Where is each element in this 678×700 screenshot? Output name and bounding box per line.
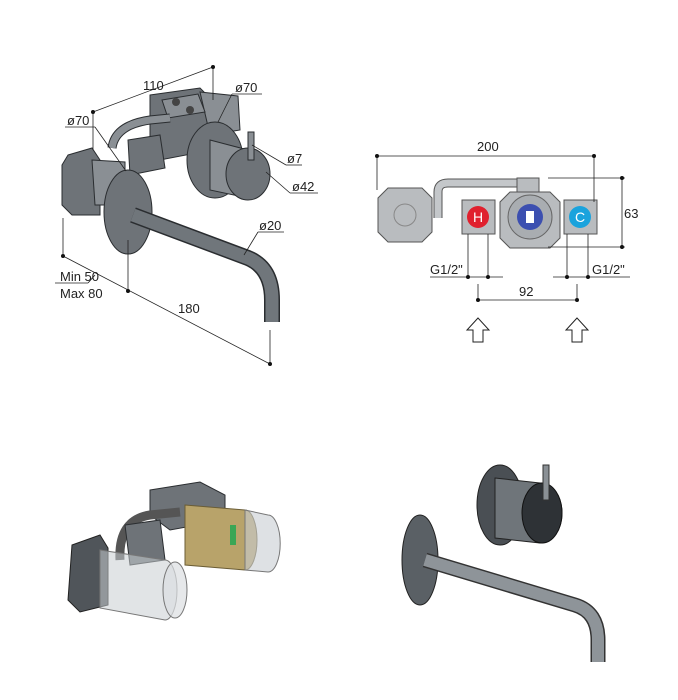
spout bbox=[423, 554, 604, 662]
dimension-lines bbox=[375, 154, 630, 302]
dim-inlet-spacing-label: 92 bbox=[519, 284, 533, 299]
diverter-block bbox=[127, 134, 166, 176]
spout-outline bbox=[422, 552, 606, 662]
dim-thread-right-label: G1/2" bbox=[592, 262, 625, 277]
spout-outline bbox=[130, 207, 280, 322]
dim-width-label: 110 bbox=[143, 78, 164, 93]
dim-spout-length-label: 180 bbox=[178, 301, 200, 316]
cold-inlet-arrow-icon bbox=[564, 317, 590, 343]
dimension-lines bbox=[55, 65, 318, 366]
spout bbox=[130, 208, 279, 322]
cartridge-square-icon bbox=[526, 211, 534, 223]
handle-lever bbox=[542, 464, 550, 501]
hot-inlet-arrow-icon bbox=[465, 317, 491, 343]
diverter-housing bbox=[377, 187, 433, 243]
concealed-body-render bbox=[67, 481, 281, 621]
dim-height-label: 63 bbox=[624, 206, 638, 221]
dim-spout-rosette-dia-label: ø70 bbox=[67, 113, 89, 128]
cold-indicator-icon bbox=[569, 206, 591, 228]
dim-depth-max-label: Max 80 bbox=[60, 286, 103, 301]
iso-dimension-drawing: 110 ø70 ø70 ø7 ø42 ø20 Min 50 Max 80 180 bbox=[55, 65, 318, 366]
dim-lever-dia-label: ø7 bbox=[287, 151, 302, 166]
outlet-stub bbox=[516, 177, 540, 193]
diverter-cap bbox=[393, 203, 417, 227]
finished-faucet-render bbox=[401, 464, 606, 662]
handle-cap bbox=[521, 482, 563, 544]
connector-pipe bbox=[108, 114, 171, 149]
dim-thread-left-label: G1/2" bbox=[430, 262, 463, 277]
cold-label: C bbox=[575, 209, 585, 225]
dim-mixer-dia-label: ø70 bbox=[235, 80, 257, 95]
spout-sleeve-end bbox=[162, 561, 188, 619]
dim-handle-dia-label: ø42 bbox=[292, 179, 314, 194]
dim-total-width-label: 200 bbox=[477, 139, 499, 154]
connector-pipe bbox=[434, 179, 520, 218]
mixer-bolt bbox=[172, 98, 180, 106]
dim-depth-min-label: Min 50 bbox=[60, 269, 99, 284]
front-dimension-drawing: H C 200 63 G1/2" G1/2" 92 bbox=[375, 139, 638, 343]
dim-spout-dia-label: ø20 bbox=[259, 218, 281, 233]
cartridge-sleeve bbox=[244, 509, 281, 573]
mixer-bolt bbox=[186, 106, 194, 114]
hot-indicator-icon bbox=[467, 206, 489, 228]
hot-label: H bbox=[473, 209, 483, 225]
cartridge-seal bbox=[230, 525, 236, 545]
